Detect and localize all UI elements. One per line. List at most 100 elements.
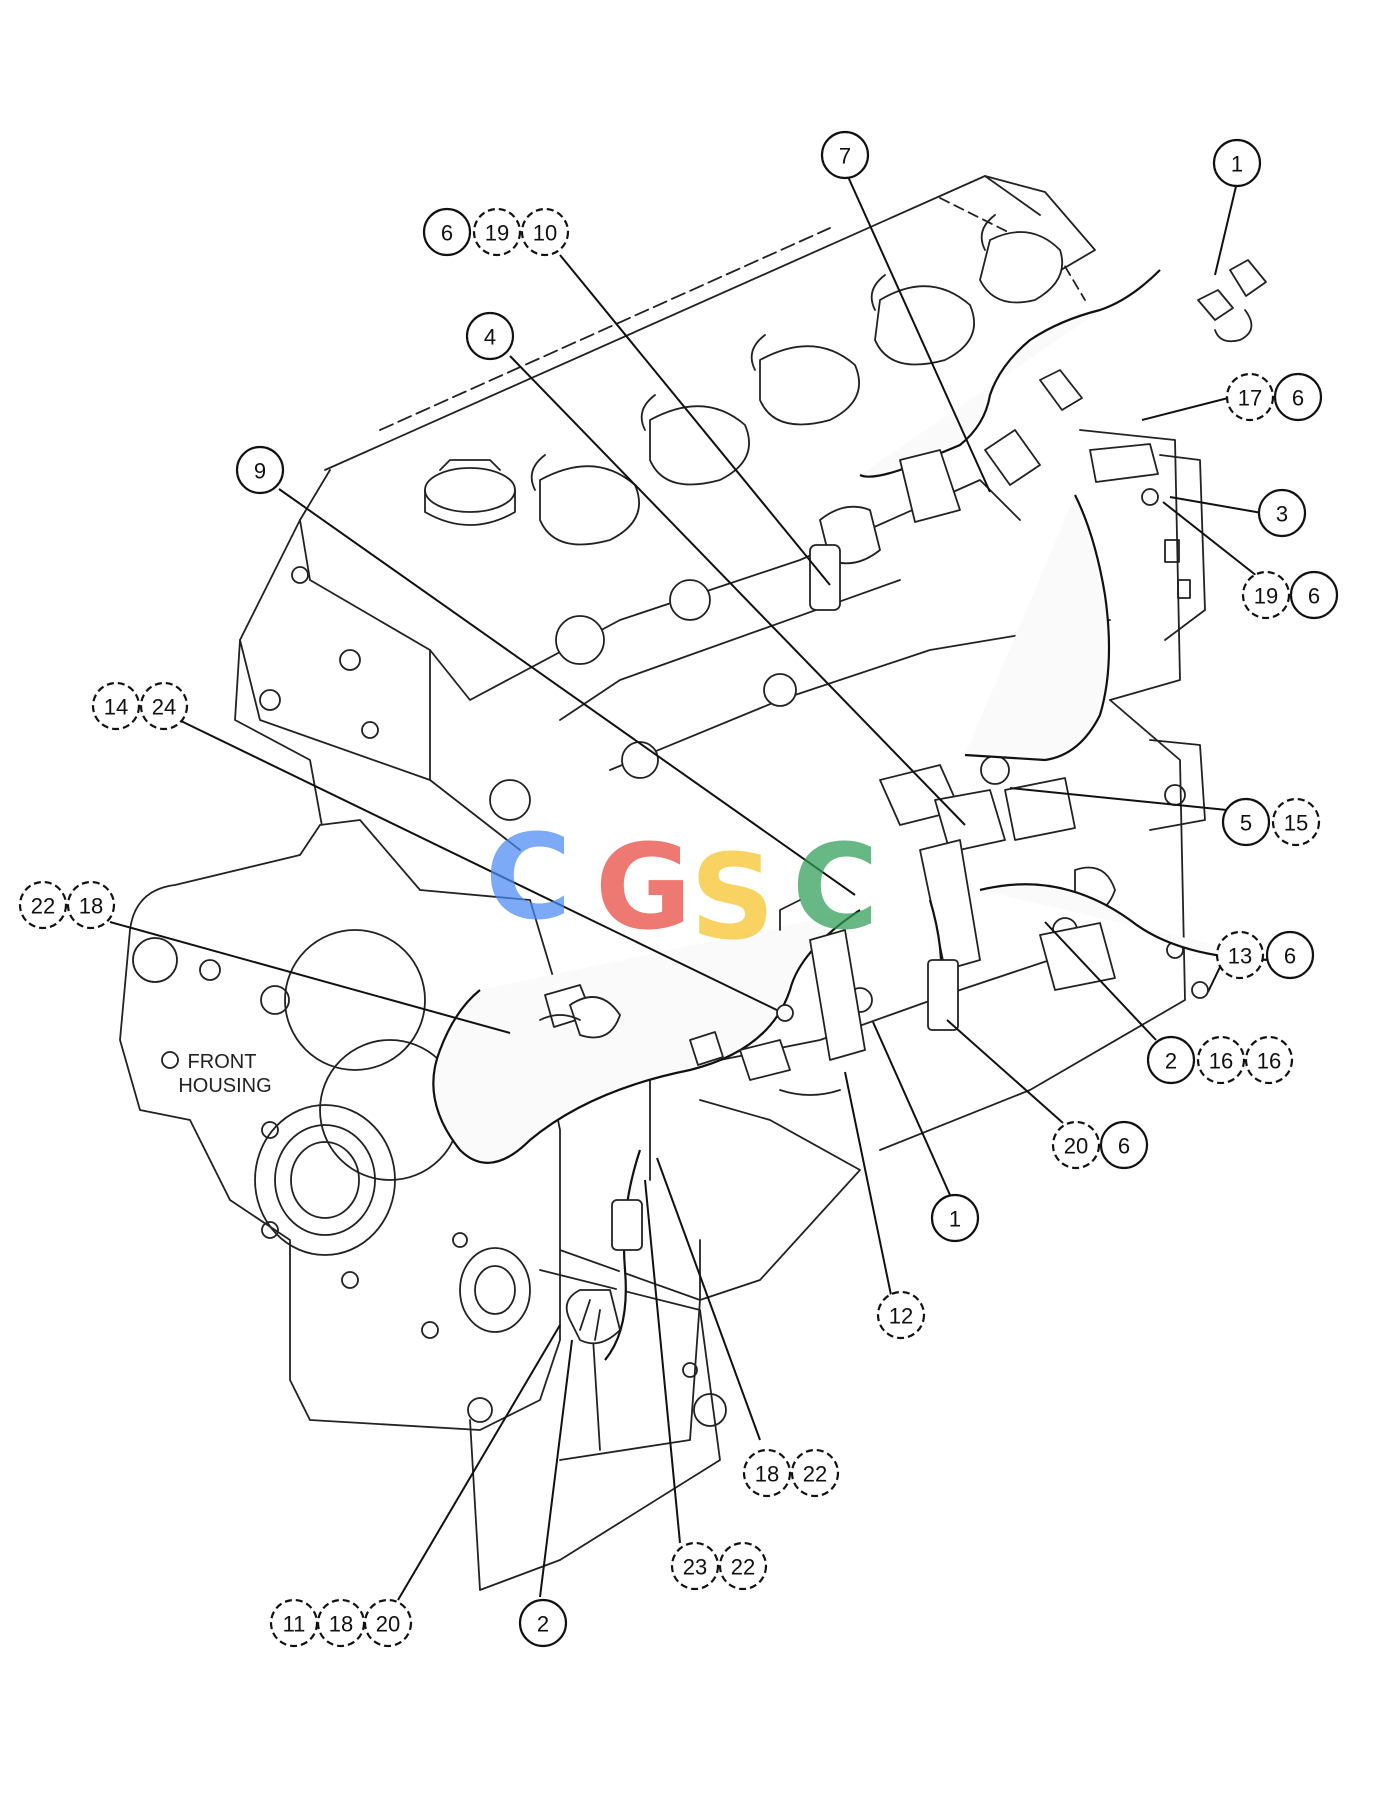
leader-19-b xyxy=(1162,501,1263,581)
callout-circle xyxy=(930,1193,980,1243)
callout-circle xyxy=(518,1598,568,1648)
callout-number: 16 xyxy=(1209,1049,1233,1074)
callout-c2-b: 2 xyxy=(518,1598,568,1648)
callout-c6-a: 6 xyxy=(422,207,472,257)
leader-22-18 xyxy=(109,921,511,1034)
leader-14-24 xyxy=(180,720,784,1014)
callout-number: 6 xyxy=(1308,584,1320,609)
engine-line-art xyxy=(119,175,1206,1591)
callout-number: 9 xyxy=(254,459,266,484)
callout-number: 12 xyxy=(889,1304,913,1329)
callout-number: 18 xyxy=(329,1612,353,1637)
leader-13 xyxy=(1207,966,1221,993)
callout-c20-b: 20 xyxy=(363,1598,413,1648)
callout-number: 6 xyxy=(1118,1134,1130,1159)
callout-c18-c: 18 xyxy=(316,1598,366,1648)
callout-number: 4 xyxy=(484,325,496,350)
leader-9 xyxy=(278,488,856,896)
leader-4 xyxy=(509,355,966,826)
callout-c1-mid: 1 xyxy=(930,1193,980,1243)
callout-circle xyxy=(139,681,189,731)
leader-11-20 xyxy=(397,1324,561,1601)
callout-c16-b: 16 xyxy=(1244,1035,1294,1085)
callout-number: 18 xyxy=(755,1462,779,1487)
callout-circle xyxy=(718,1541,768,1591)
callout-c12: 12 xyxy=(876,1290,926,1340)
callout-circle xyxy=(1212,138,1262,188)
callout-circle xyxy=(1271,797,1321,847)
wiring-harness xyxy=(432,259,1281,1361)
callout-circle xyxy=(465,311,515,361)
callout-number: 10 xyxy=(533,221,557,246)
watermark-letter-4: C xyxy=(792,818,879,956)
callout-c22-c: 22 xyxy=(718,1541,768,1591)
callout-number: 20 xyxy=(376,1612,400,1637)
callout-number: 20 xyxy=(1064,1134,1088,1159)
callout-number: 18 xyxy=(79,894,103,919)
callout-circle xyxy=(1146,1035,1196,1085)
callout-number: 19 xyxy=(485,221,509,246)
watermark-letter-2: G xyxy=(595,818,692,956)
leader-10 xyxy=(559,254,831,586)
callout-number: 6 xyxy=(1292,386,1304,411)
callout-c4: 4 xyxy=(465,311,515,361)
callout-circle xyxy=(820,130,870,180)
callout-c19-b: 19 xyxy=(1241,570,1291,620)
callout-c10: 10 xyxy=(520,207,570,257)
watermark-letter-3: S xyxy=(690,828,775,966)
leader-2-b xyxy=(539,1339,573,1598)
callout-number: 1 xyxy=(1231,152,1243,177)
callout-c6-b: 6 xyxy=(1273,372,1323,422)
callout-c18-a: 18 xyxy=(66,880,116,930)
leader-18-22 xyxy=(656,1157,761,1441)
callout-circle xyxy=(1289,570,1339,620)
leader-3 xyxy=(1169,496,1263,514)
leader-7 xyxy=(844,169,991,493)
callout-c19-a: 19 xyxy=(472,207,522,257)
callout-number: 7 xyxy=(839,144,851,169)
callout-circle xyxy=(876,1290,926,1340)
callout-circle xyxy=(1244,1035,1294,1085)
callout-circle xyxy=(742,1448,792,1498)
fasteners xyxy=(776,488,1209,1022)
callout-c15: 15 xyxy=(1271,797,1321,847)
callout-number: 22 xyxy=(31,894,55,919)
callout-number: 3 xyxy=(1276,502,1288,527)
leader-12 xyxy=(844,1071,892,1296)
callout-c2-a: 2 xyxy=(1146,1035,1196,1085)
callout-number: 23 xyxy=(683,1555,707,1580)
leader-1-top xyxy=(1214,181,1238,276)
callout-c24-a: 24 xyxy=(139,681,189,731)
callout-circle xyxy=(1273,372,1323,422)
leader-17 xyxy=(1141,396,1233,421)
callout-c17: 17 xyxy=(1225,372,1275,422)
callout-circle xyxy=(1221,797,1271,847)
callout-c6-e: 6 xyxy=(1099,1120,1149,1170)
callout-circle xyxy=(472,207,522,257)
callout-number: 11 xyxy=(283,1612,306,1637)
callout-c6-d: 6 xyxy=(1265,930,1315,980)
callout-c23: 23 xyxy=(670,1541,720,1591)
callout-circle xyxy=(18,880,68,930)
callout-circle xyxy=(422,207,472,257)
leader-5 xyxy=(1009,787,1228,811)
callout-c7: 7 xyxy=(820,130,870,180)
front-housing-label-line2: HOUSING xyxy=(178,1075,271,1097)
callout-circle xyxy=(670,1541,720,1591)
callout-number: 13 xyxy=(1228,944,1252,969)
callout-c5: 5 xyxy=(1221,797,1271,847)
callout-number: 6 xyxy=(441,221,453,246)
callout-c22-a: 22 xyxy=(18,880,68,930)
callout-number: 5 xyxy=(1240,811,1252,836)
leader-2-a xyxy=(1044,921,1157,1041)
callout-c13: 13 xyxy=(1215,930,1265,980)
callout-circle xyxy=(235,445,285,495)
callout-c20-a: 20 xyxy=(1051,1120,1101,1170)
leader-lines xyxy=(109,169,1263,1601)
callout-number: 1 xyxy=(949,1207,961,1232)
callout-circle xyxy=(1051,1120,1101,1170)
front-housing-label-line1: FRONT xyxy=(188,1051,257,1073)
leader-20-a xyxy=(946,1019,1064,1124)
